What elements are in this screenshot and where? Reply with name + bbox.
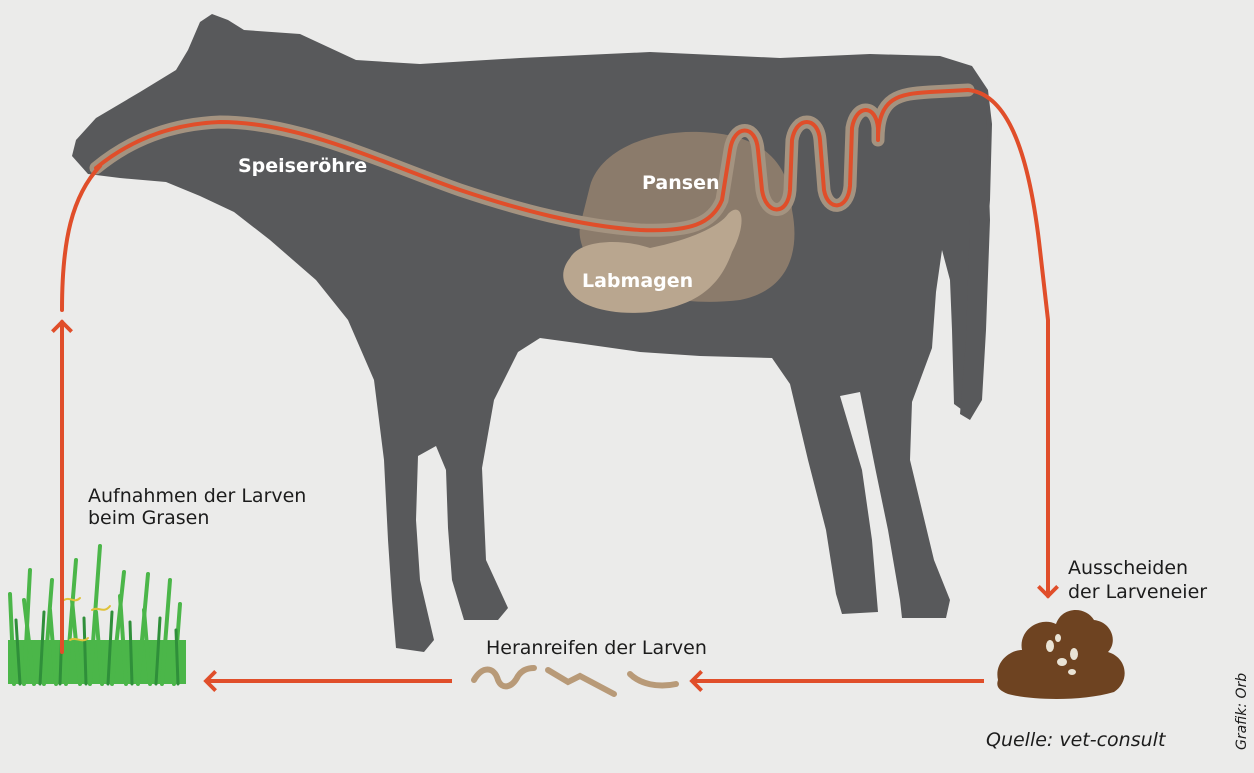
dung-pile-icon [997,610,1124,699]
label-ingestion-line2: beim Grasen [88,507,209,529]
label-esophagus: Speiseröhre [238,155,367,177]
label-excretion-line2: der Larveneier [1068,581,1207,603]
source-note: Quelle: vet-consult [986,729,1167,751]
infection-path-ingestion [62,166,100,310]
label-abomasum: Labmagen [582,270,693,292]
label-maturation: Heranreifen der Larven [486,637,707,659]
grass-icon [8,546,186,684]
label-rumen: Pansen [642,172,719,194]
graphic-credit: Grafik: Orb [1234,673,1250,750]
label-excretion-line1: Ausscheiden [1068,557,1188,579]
label-ingestion-line1: Aufnahmen der Larven [88,485,306,507]
larvae-icon [474,668,676,694]
